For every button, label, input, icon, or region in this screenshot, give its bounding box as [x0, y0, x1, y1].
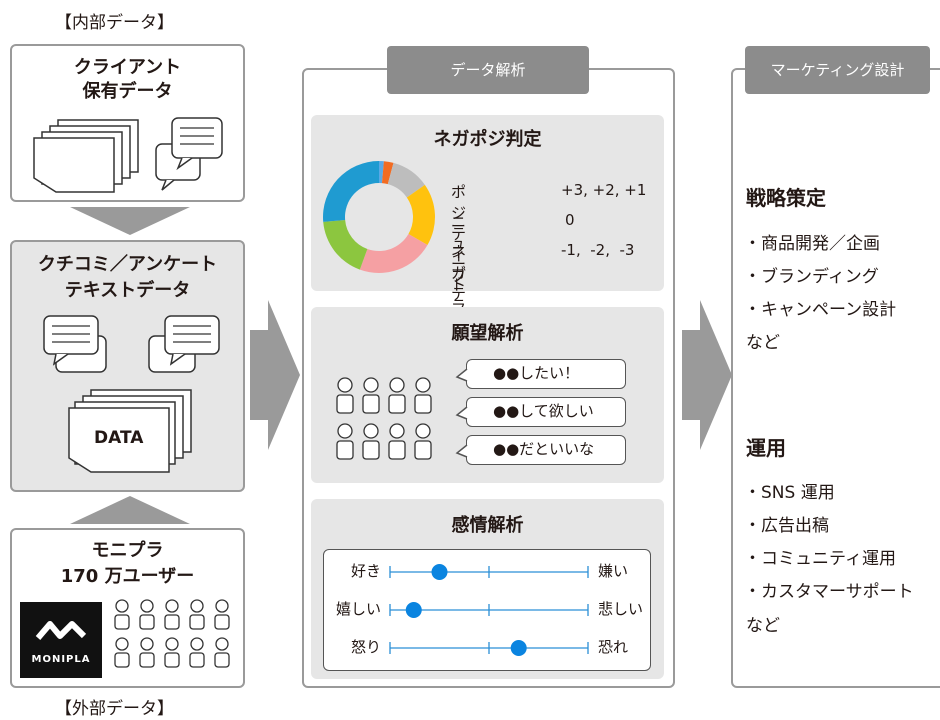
- operation-item: ・コミュニティ運用: [744, 549, 896, 569]
- sentiment-value: 0: [565, 211, 575, 229]
- operation-item: ・広告出稿: [744, 516, 829, 536]
- strategy-etc: など: [746, 333, 780, 353]
- sentiment-value: +3, +2, +1: [561, 181, 647, 199]
- emotion-slider-box: 好き 嫌い 嬉しい 悲しい 怒り 恐れ: [323, 549, 651, 671]
- wish-bubble: ●●して欲しい: [466, 397, 626, 427]
- kuchikomi-data-line1: クチコミ／アンケート: [37, 254, 218, 275]
- sentiment-label: ポジティブ: [451, 183, 467, 285]
- chat-bubbles-icon: [148, 315, 220, 373]
- people-icon: [336, 377, 432, 460]
- emotion-right-label: 嫌い: [598, 562, 629, 580]
- external-data-label: 【外部データ】: [55, 699, 174, 719]
- users-icon: [114, 599, 230, 668]
- client-data-title: クライアント 保有データ: [12, 56, 243, 104]
- monipla-box: モニプラ 170 万ユーザー MONIPLA: [10, 528, 245, 688]
- marketing-tab: マーケティング設計: [745, 46, 930, 94]
- emotion-left-label: 嬉しい: [335, 600, 381, 618]
- kuchikomi-data-line2: テキストデータ: [64, 280, 191, 301]
- strategy-item: ・商品開発／企画: [744, 234, 880, 254]
- client-data-line2: 保有データ: [82, 81, 173, 102]
- marketing-box: [731, 68, 940, 688]
- bubble-tails: [455, 368, 468, 458]
- documents-icon: [33, 119, 139, 193]
- emotion-right-label: 恐れ: [598, 638, 629, 656]
- monipla-title: モニプラ 170 万ユーザー: [12, 538, 243, 590]
- donut-segment: [323, 219, 368, 270]
- slider-knob: [405, 602, 422, 618]
- donut-chart: [323, 161, 435, 273]
- monipla-line2: 170 万ユーザー: [60, 566, 195, 587]
- donut-segment: [379, 161, 384, 184]
- monipla-logo-icon: [35, 621, 87, 640]
- operation-item: ・SNS 運用: [744, 483, 835, 503]
- negaposi-panel: ネガポジ判定 ポジティブ +3, +2, +1 ニュートラル 0 ネガティブ -…: [311, 115, 664, 345]
- strategy-title: 戦略策定: [746, 186, 826, 210]
- donut-segment: [381, 161, 394, 185]
- emotion-row-1: 嬉しい 悲しい: [324, 598, 649, 622]
- slider-knob: [510, 640, 527, 656]
- emotion-panel: 感情解析 好き 嫌い 嬉しい 悲しい 怒り 恐れ: [311, 499, 664, 679]
- donut-segment: [323, 161, 379, 222]
- chat-bubbles-icon: [155, 117, 223, 191]
- up-arrow-icon: [70, 496, 190, 524]
- operation-etc: など: [746, 616, 780, 636]
- emotion-right-label: 悲しい: [598, 600, 644, 618]
- wish-bubble: ●●だといいな: [466, 435, 626, 465]
- monipla-logo-text: MONIPLA: [31, 654, 91, 665]
- strategy-item: ・キャンペーン設計: [744, 300, 897, 320]
- donut-segment: [406, 184, 435, 245]
- operation-title: 運用: [746, 436, 786, 460]
- monipla-logo: MONIPLA: [20, 602, 102, 678]
- wish-title: 願望解析: [451, 323, 524, 344]
- emotion-title: 感情解析: [451, 515, 524, 536]
- emotion-slider: [389, 564, 589, 580]
- data-label: DATA: [94, 428, 144, 448]
- down-arrow-icon: [70, 207, 190, 235]
- client-data-line1: クライアント: [73, 57, 182, 78]
- data-documents-icon: [68, 389, 192, 473]
- negaposi-title: ネガポジ判定: [433, 129, 542, 150]
- client-data-box: クライアント 保有データ: [10, 44, 245, 202]
- wish-bubble: ●●したい！: [466, 359, 626, 389]
- strategy-item: ・ブランディング: [744, 267, 879, 287]
- emotion-left-label: 怒り: [350, 638, 381, 656]
- emotion-row-0: 好き 嫌い: [324, 560, 649, 584]
- monipla-line1: モニプラ: [91, 540, 164, 561]
- chat-bubbles-icon: [43, 315, 107, 373]
- donut-segment: [359, 234, 428, 273]
- kuchikomi-data-title: クチコミ／アンケート テキストデータ: [12, 252, 243, 304]
- emotion-left-label: 好き: [350, 562, 381, 580]
- sentiment-value: -1, -2, -3: [561, 241, 635, 259]
- emotion-row-2: 怒り 恐れ: [324, 636, 649, 660]
- right-arrow-icon: [250, 300, 300, 450]
- data-analysis-tab: データ解析: [387, 46, 589, 94]
- emotion-slider: [389, 602, 589, 618]
- right-arrow-icon: [682, 300, 732, 450]
- slider-knob: [431, 564, 448, 580]
- operation-item: ・カスタマーサポート: [744, 582, 914, 602]
- kuchikomi-data-box: クチコミ／アンケート テキストデータ DATA: [10, 240, 245, 492]
- emotion-slider: [389, 640, 589, 656]
- wish-panel: 願望解析 ●●したい！ ●●して欲しい ●●だといいな: [311, 307, 664, 483]
- donut-segment: [387, 162, 425, 198]
- internal-data-label: 【内部データ】: [55, 13, 174, 33]
